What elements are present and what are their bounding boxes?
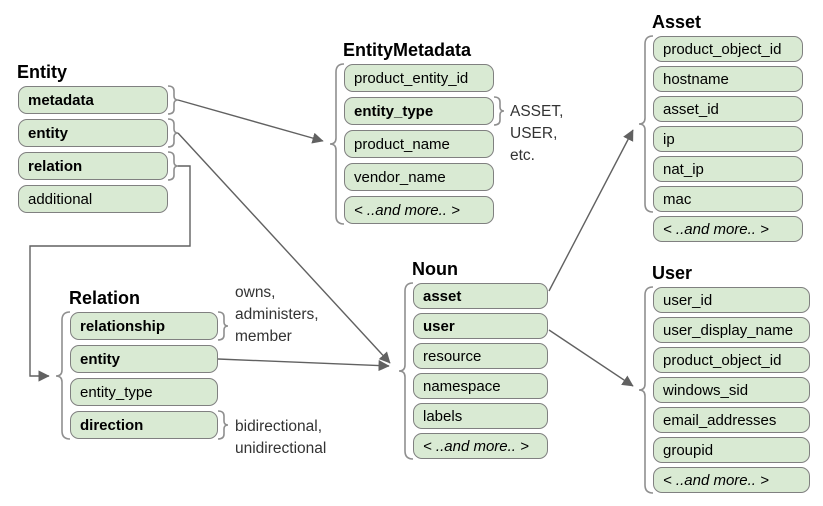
brace-entitytype-annotation (493, 96, 505, 126)
asset-field-nat-ip: nat_ip (653, 156, 803, 182)
brace-user-left (638, 286, 654, 494)
user-field-user-id: user_id (653, 287, 810, 313)
user-table-title: User (652, 263, 693, 283)
brace-relationship-annotation (217, 311, 229, 341)
noun-field-user: user (413, 313, 548, 339)
asset-field-asset-id: asset_id (653, 96, 803, 122)
relation-field-relationship: relationship (70, 312, 218, 340)
noun-table: Noun asset user resource namespace label… (412, 259, 548, 463)
entitymetadata-table: EntityMetadata product_entity_id entity_… (343, 40, 494, 229)
entity-table-title: Entity (17, 62, 68, 82)
brace-direction-annotation (217, 410, 229, 440)
asset-table-title: Asset (652, 12, 702, 32)
relation-table: Relation relationship entity entity_type… (69, 288, 218, 444)
entitymetadata-field-vendor-name: vendor_name (344, 163, 494, 191)
noun-field-resource: resource (413, 343, 548, 369)
user-field-and-more: < ..and more.. > (653, 467, 810, 493)
noun-table-title: Noun (412, 259, 458, 279)
noun-field-asset: asset (413, 283, 548, 309)
relation-field-entity-type: entity_type (70, 378, 218, 406)
entitymetadata-field-product-entity-id: product_entity_id (344, 64, 494, 92)
entitymetadata-field-and-more: < ..and more.. > (344, 196, 494, 224)
relation-table-title: Relation (69, 288, 141, 308)
entitymetadata-field-entity-type: entity_type (344, 97, 494, 125)
relation-field-direction: direction (70, 411, 218, 439)
direction-values-annotation: bidirectional, unidirectional (235, 418, 327, 457)
brace-entity-entity (167, 118, 179, 148)
noun-field-and-more: < ..and more.. > (413, 433, 548, 459)
noun-field-namespace: namespace (413, 373, 548, 399)
user-field-windows-sid: windows_sid (653, 377, 810, 403)
asset-field-product-object-id: product_object_id (653, 36, 803, 62)
noun-field-labels: labels (413, 403, 548, 429)
relationship-values-annotation: owns, administers, member (235, 284, 319, 345)
entity-type-values-annotation: ASSET, USER, etc. (510, 103, 564, 164)
user-field-email-addresses: email_addresses (653, 407, 810, 433)
asset-field-hostname: hostname (653, 66, 803, 92)
asset-field-mac: mac (653, 186, 803, 212)
entity-field-entity: entity (18, 119, 168, 147)
asset-field-ip: ip (653, 126, 803, 152)
entitymetadata-table-title: EntityMetadata (343, 40, 472, 60)
brace-entity-relation (167, 151, 179, 181)
asset-table: Asset product_object_id hostname asset_i… (652, 12, 803, 246)
asset-field-and-more: < ..and more.. > (653, 216, 803, 242)
entity-field-additional: additional (18, 185, 168, 213)
relation-field-entity: entity (70, 345, 218, 373)
brace-noun-left (398, 282, 414, 460)
brace-entity-metadata (167, 85, 179, 115)
user-field-groupid: groupid (653, 437, 810, 463)
entity-table: Entity metadata entity relation addition… (17, 62, 168, 218)
brace-asset-left (638, 35, 654, 213)
arrow-relation-entity-to-noun (217, 358, 390, 372)
user-field-user-display-name: user_display_name (653, 317, 810, 343)
user-table: User user_id user_display_name product_o… (652, 263, 810, 497)
brace-relation-left (55, 311, 71, 440)
arrow-noun-user-to-user (548, 329, 634, 387)
brace-entitymetadata-left (329, 63, 345, 225)
arrow-metadata-to-entitymetadata (177, 99, 324, 144)
user-field-product-object-id: product_object_id (653, 347, 810, 373)
entity-field-metadata: metadata (18, 86, 168, 114)
entity-field-relation: relation (18, 152, 168, 180)
entitymetadata-field-product-name: product_name (344, 130, 494, 158)
